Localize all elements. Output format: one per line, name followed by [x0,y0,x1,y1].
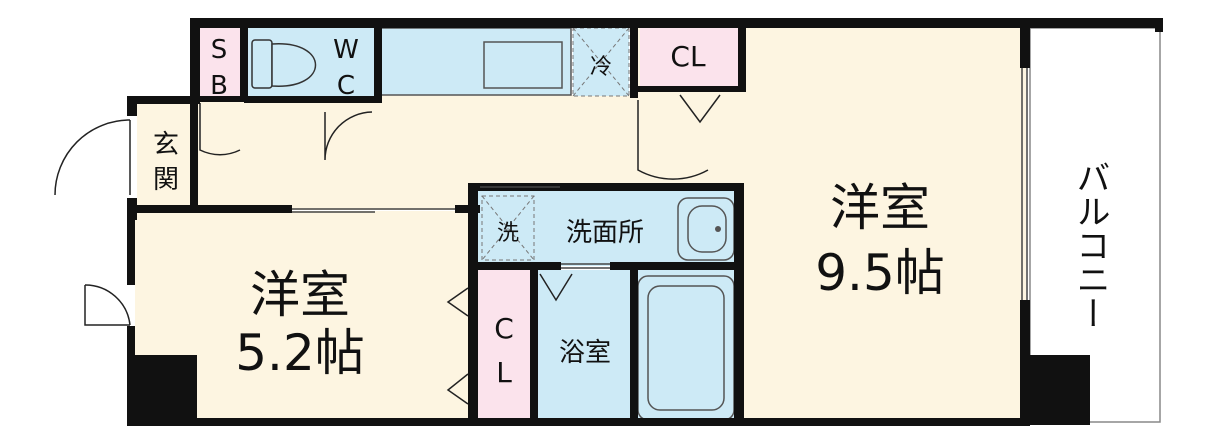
entrance-floor [137,103,199,211]
floor-fills [135,24,1161,424]
shoe-box-label-bottom: B [210,71,228,101]
labels: 洋室 9.5帖 洋室 5.2帖 洗面所 浴室 玄 関 バルコニー S B W C… [153,35,1110,389]
toilet-fixture [251,39,316,89]
washer-space [481,195,535,261]
shoe-box-label-top: S [211,35,228,65]
closet-mid-label-bottom: L [496,356,512,389]
bathtub [637,275,735,421]
toilet-label-bottom: C [337,71,355,101]
window-lines [292,68,1028,300]
washroom-label: 洗面所 [566,218,644,248]
western-room-small-label: 洋室 [250,266,350,324]
closet-mid-label-top: C [494,312,514,345]
fridge-label: 冷 [590,55,612,80]
toilet-label-top: W [333,35,359,65]
closet-mid-floor [477,270,532,420]
balcony-label: バルコニー [1070,160,1110,330]
doors [54,94,721,405]
closet-top-floor [640,28,738,88]
bathroom-label: 浴室 [559,338,611,368]
entrance-label-top: 玄 [153,130,179,160]
western-room-large-label: 洋室 [830,179,930,237]
entrance-label-bottom: 関 [153,165,179,195]
kitchen-sink [483,41,563,89]
washer-label: 洗 [497,221,519,246]
western-room-small-size: 5.2帖 [235,324,365,382]
shoe-box-floor [198,28,240,98]
western-room-large-size: 9.5帖 [815,244,945,302]
closet-top-label: CL [670,40,706,73]
